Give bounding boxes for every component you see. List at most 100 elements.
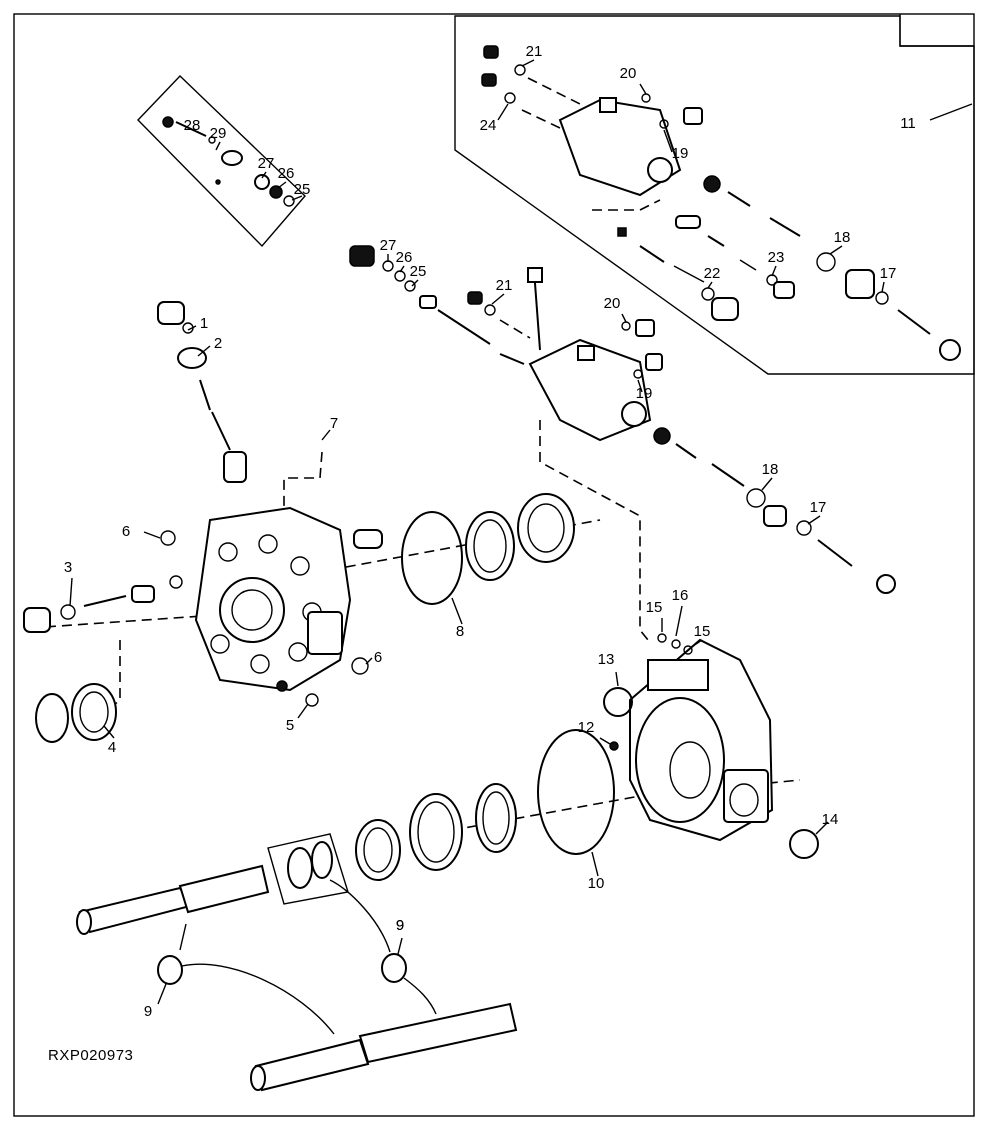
callout-4: 4 <box>103 725 116 756</box>
callout-9: 9 <box>144 983 167 1020</box>
callout-leader-line <box>157 983 167 1005</box>
callout-20: 20 <box>620 65 647 95</box>
seal-and-ring-4 <box>35 683 117 743</box>
callout-20: 20 <box>604 295 627 323</box>
callout-25: 25 <box>291 181 311 201</box>
callout-number: 16 <box>672 587 689 604</box>
callout-leader-line <box>615 671 619 687</box>
inset-box-valve-assembly <box>454 15 975 375</box>
bearing-set-lower <box>355 729 615 881</box>
callout-number: 9 <box>396 917 404 934</box>
callout-number: 14 <box>822 811 839 828</box>
callout-9: 9 <box>396 917 404 955</box>
callout-leader-line <box>639 83 647 95</box>
figure-code: RXP020973 <box>48 1047 133 1064</box>
callout-23: 23 <box>768 249 784 277</box>
valve-body-main <box>349 245 896 594</box>
callout-21: 21 <box>491 277 512 305</box>
callout-leader-line <box>689 639 703 649</box>
callout-layer: 1234566789991011121314151516171718181919… <box>64 43 973 1020</box>
callout-15: 15 <box>646 599 663 632</box>
callout-11: 11 <box>900 103 973 132</box>
callout-17: 17 <box>880 265 897 293</box>
callout-number: 10 <box>588 875 605 892</box>
callout-5: 5 <box>286 703 309 734</box>
callout-number: 25 <box>294 181 311 198</box>
callout-number: 9 <box>144 1003 152 1020</box>
seal-9-left <box>157 955 183 985</box>
callout-leader-line <box>451 597 463 625</box>
bearing-set-upper <box>401 493 575 605</box>
callout-15: 15 <box>689 623 710 649</box>
drive-shaft-upper <box>76 864 270 935</box>
callout-19: 19 <box>663 129 688 162</box>
outer-frame <box>13 13 975 1117</box>
inset-assembly-parts <box>481 45 961 361</box>
callout-number: 26 <box>278 165 295 182</box>
callout-leader-line <box>411 279 419 287</box>
callout-14: 14 <box>815 811 839 835</box>
callout-leader-line <box>291 195 303 201</box>
callout-leader-line <box>197 345 211 357</box>
callout-leader-line <box>197 131 207 137</box>
callout-number: 3 <box>64 559 72 576</box>
callout-number: 20 <box>620 65 637 82</box>
callout-leader-line <box>187 325 197 331</box>
callout-leader-line <box>761 477 773 491</box>
callout-6: 6 <box>365 649 382 666</box>
callout-27: 27 <box>380 237 397 262</box>
callout-number: 9 <box>396 917 404 934</box>
relief-valve-stack <box>157 301 247 483</box>
callout-leader-line <box>497 103 509 121</box>
callout-8: 8 <box>451 597 464 640</box>
callout-16: 16 <box>672 587 689 637</box>
dashed-path-valve-to-housing <box>539 420 649 641</box>
callout-number: 2 <box>214 335 222 352</box>
callout-2: 2 <box>197 335 222 357</box>
callout-leader-line <box>297 703 309 719</box>
callout-leader-line <box>365 657 373 665</box>
callout-number: 17 <box>810 499 827 516</box>
callout-leader-line <box>829 245 843 255</box>
callout-leader-line <box>675 605 683 637</box>
frame-notch <box>899 14 974 47</box>
callout-leader-line <box>621 313 627 323</box>
callout-number: 13 <box>598 651 615 668</box>
callout-22: 22 <box>704 265 720 289</box>
shaft-coupler <box>267 833 349 905</box>
callout-26: 26 <box>277 165 295 189</box>
callout-number: 11 <box>900 115 916 132</box>
callout-number: 17 <box>880 265 897 282</box>
dashed-path-7 <box>283 451 323 520</box>
callout-leader-line <box>491 293 505 305</box>
callout-number: 7 <box>330 415 338 432</box>
callout-number: 26 <box>396 249 413 266</box>
callout-leader-line <box>321 429 331 441</box>
callout-10: 10 <box>588 851 605 892</box>
callout-1: 1 <box>187 315 208 332</box>
callout-leader-line <box>521 59 535 67</box>
callout-leader-line <box>881 281 885 293</box>
callout-number: 12 <box>578 719 595 736</box>
callout-leader-line <box>599 737 611 745</box>
callout-number: 25 <box>410 263 427 280</box>
pump-front-housing <box>160 506 369 707</box>
callout-number: 18 <box>834 229 851 246</box>
inset-small-parts <box>162 116 295 207</box>
callout-12: 12 <box>578 719 611 745</box>
callout-24: 24 <box>480 103 509 134</box>
callout-leader-line <box>399 265 405 273</box>
callout-leader-line <box>815 821 829 835</box>
callout-number: 28 <box>184 117 201 134</box>
callout-9: 9 <box>396 917 404 934</box>
callout-28: 28 <box>184 117 207 137</box>
callout-number: 24 <box>480 117 497 134</box>
callout-leader-line <box>215 141 221 151</box>
arrow-9-left <box>181 963 335 1035</box>
callout-number: 27 <box>380 237 397 254</box>
callout-number: 21 <box>526 43 543 60</box>
seal-9-right <box>381 953 407 983</box>
arrow-9-up-right <box>329 879 391 953</box>
callout-13: 13 <box>598 651 619 687</box>
